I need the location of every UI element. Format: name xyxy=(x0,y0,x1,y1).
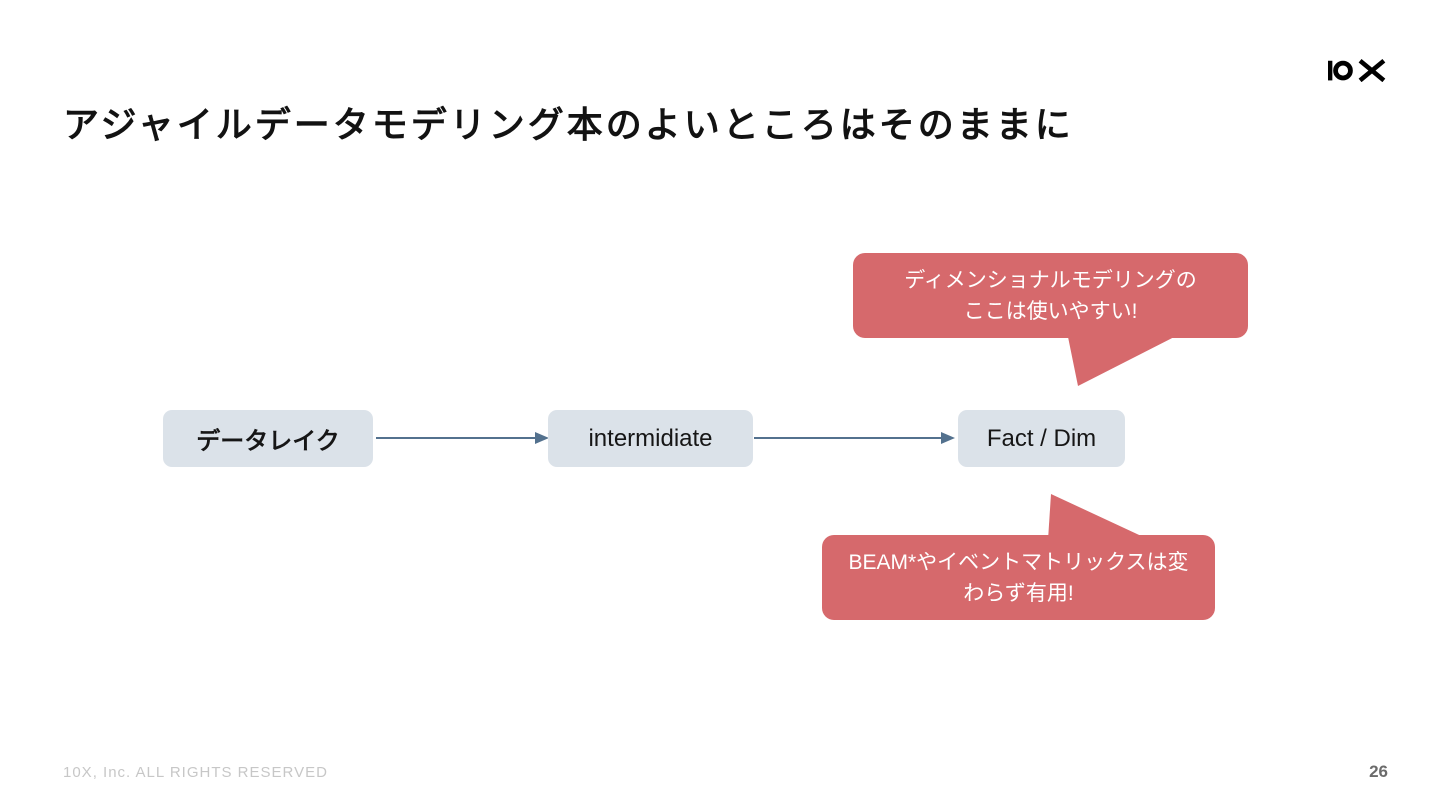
node-intermidiate-label: intermidiate xyxy=(588,424,713,452)
page-number: 26 xyxy=(1369,762,1388,781)
node-fact-dim-label: Fact / Dim xyxy=(986,424,1097,452)
10x-logo-icon xyxy=(1328,59,1386,82)
callout-bottom-tail xyxy=(1048,494,1150,540)
copyright-footer: 10X, Inc. ALL RIGHTS RESERVED xyxy=(63,764,328,781)
page-title: アジャイルデータモデリング本のよいところはそのままに xyxy=(63,104,1074,145)
node-data-lake-label: データレイク xyxy=(196,428,340,455)
callout-dimensional-modeling: ディメンショナルモデリングの ここは使いやすい! xyxy=(853,253,1248,338)
node-fact-dim: Fact / Dim xyxy=(958,410,1125,467)
callout-dimensional-modeling-text: ディメンショナルモデリングの ここは使いやすい! xyxy=(904,268,1197,323)
callout-top-tail xyxy=(1067,332,1184,386)
arrow-datalake-to-intermidiate xyxy=(376,432,549,444)
arrow-intermidiate-to-factdim xyxy=(754,432,955,444)
callout-beam-event-matrix-text: BEAM*やイベントマトリックスは変 わらず有用! xyxy=(848,550,1189,605)
callout-beam-event-matrix: BEAM*やイベントマトリックスは変 わらず有用! xyxy=(822,535,1215,620)
node-data-lake: データレイク xyxy=(163,410,373,467)
node-intermidiate: intermidiate xyxy=(548,410,753,467)
